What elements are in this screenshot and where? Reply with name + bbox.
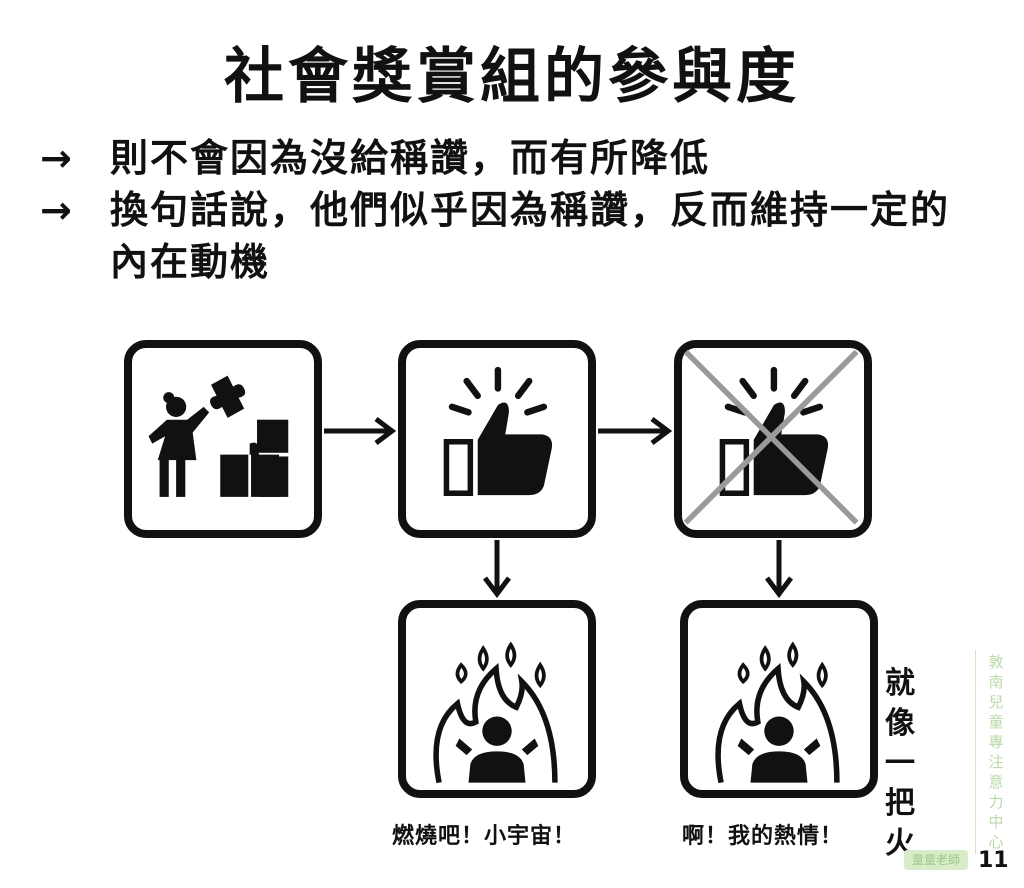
bullet-text: 則不會因為沒給稱讚，而有所降低 — [110, 136, 711, 180]
slide-title: 社會獎賞組的參與度 — [224, 42, 800, 112]
fire-box-left — [398, 600, 596, 798]
no-praise-box — [674, 340, 872, 538]
arrow-right-icon — [324, 417, 397, 445]
side-note: 就像一把火 — [885, 666, 915, 861]
watermark-text: 敦南兒童專注意力中心 — [988, 653, 1004, 851]
praise-box — [398, 340, 596, 538]
bullet-list: → 則不會因為沒給稱讚，而有所降低 → 換句話說，他們似乎因為稱讚，反而維持一定… — [40, 132, 980, 288]
caption-right: 啊！我的熱情！ — [682, 824, 844, 849]
fire-person-icon — [433, 641, 558, 784]
bullet-item: → 換句話說，他們似乎因為稱讚，反而維持一定的內在動機 — [40, 184, 980, 288]
fire-person-icon — [715, 641, 840, 784]
caption-left: 燃燒吧！小宇宙！ — [392, 824, 577, 849]
arrow-down-icon — [483, 540, 511, 599]
woman-puzzle-icon — [148, 375, 289, 497]
puzzle-box — [124, 340, 322, 538]
watermark-divider — [975, 650, 976, 854]
arrow-icon: → — [40, 136, 72, 180]
fire-box-right — [680, 600, 878, 798]
arrow-icon: → — [40, 188, 72, 232]
thumbs-up-icon — [443, 366, 553, 496]
crossed-thumbs-up-icon — [683, 349, 859, 525]
bullet-item: → 則不會因為沒給稱讚，而有所降低 — [40, 132, 980, 184]
brand-label: 童童老師 — [904, 850, 968, 870]
page-number: 11 — [978, 848, 1009, 873]
arrow-down-icon — [765, 540, 793, 599]
bullet-text: 換句話說，他們似乎因為稱讚，反而維持一定的內在動機 — [110, 188, 951, 284]
arrow-right-icon — [598, 417, 673, 445]
